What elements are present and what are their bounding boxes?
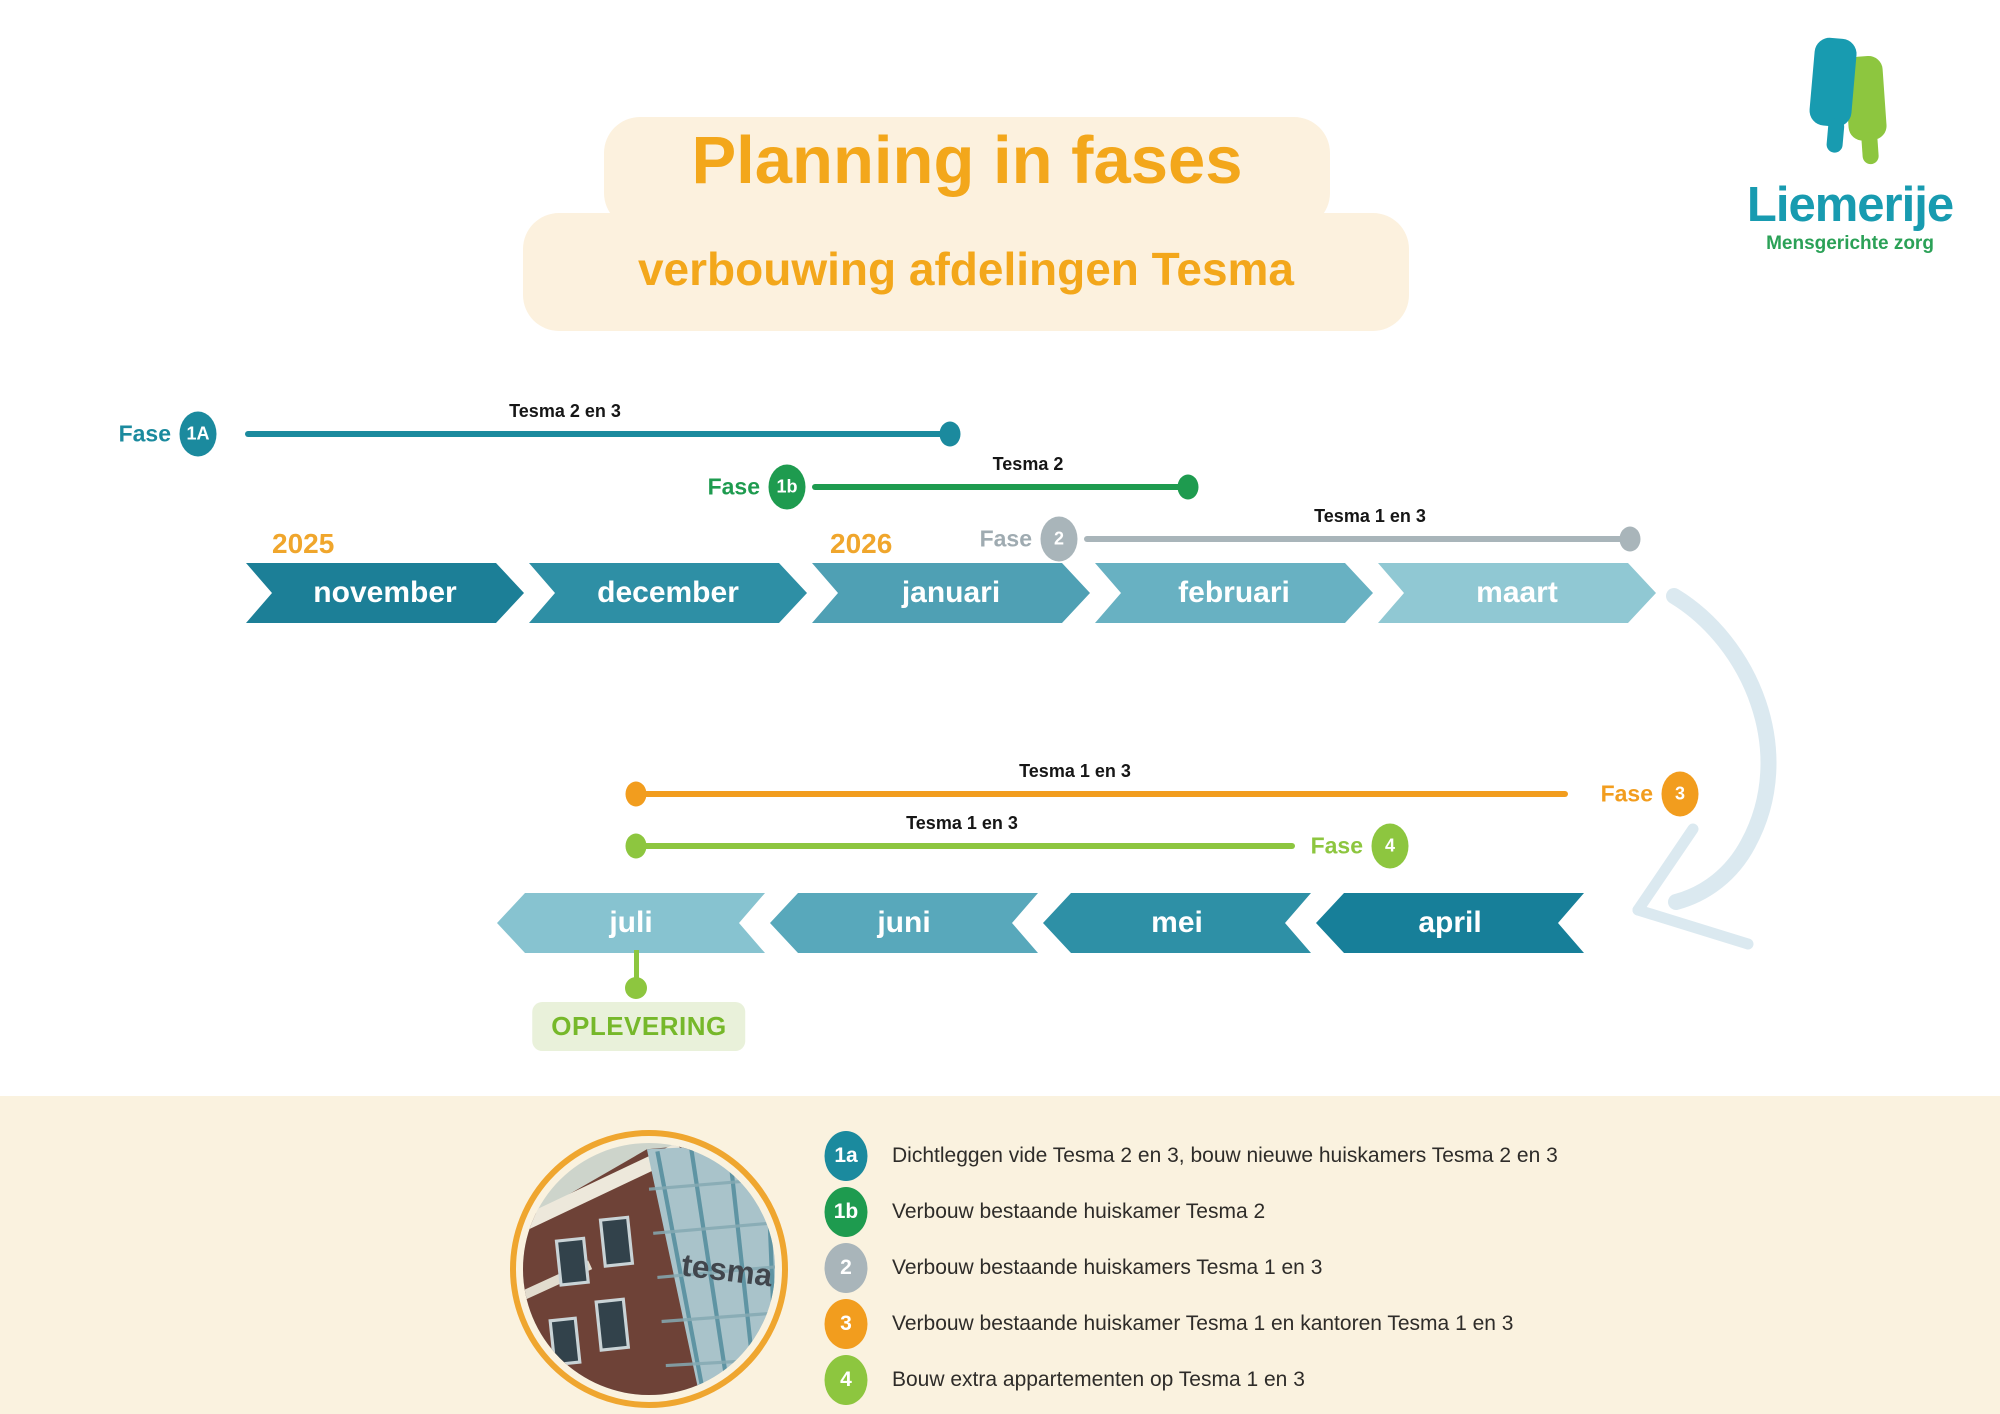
curved-arrow-icon (1632, 588, 1777, 950)
fase-bar-1A (245, 431, 950, 437)
logo-tagline: Mensgerichte zorg (1766, 233, 1934, 254)
fase-bar-3 (636, 791, 1568, 797)
building-illustration: tesma (523, 1143, 775, 1395)
month-segment-januari: januari (812, 563, 1090, 623)
month-segment-maart: maart (1378, 563, 1656, 623)
title-background-top (604, 117, 1330, 229)
legend-text-1a: Dichtleggen vide Tesma 2 en 3, bouw nieu… (892, 1144, 1558, 1167)
fase-badge-1b: 1b (768, 464, 806, 510)
page-subtitle: verbouwing afdelingen Tesma (637, 243, 1295, 295)
month-segment-februari: februari (1095, 563, 1373, 623)
fase-bar-dot-2 (1619, 526, 1641, 552)
month-label-januari: januari (901, 576, 1001, 609)
fase-word-3: Fase (1600, 780, 1653, 807)
tesma-building-photo-inner: tesma (523, 1143, 775, 1395)
fase-bar-dot-4 (625, 833, 647, 859)
fase-bar-dot-1A (939, 421, 961, 447)
fase-badge-4: 4 (1371, 823, 1409, 869)
month-segment-juli: juli (497, 893, 765, 953)
month-label-juni: juni (877, 906, 931, 939)
tesma-building-photo: tesma (510, 1130, 788, 1408)
oplevering-connector (634, 950, 639, 980)
fase-word-1b: Fase (707, 473, 760, 500)
month-segment-april: april (1316, 893, 1584, 953)
legend-badge-1b: 1b (824, 1187, 868, 1237)
month-label-juli: juli (609, 906, 653, 939)
fase-badge-1A: 1A (179, 411, 217, 457)
liemerije-logo: Liemerije Mensgerichte zorg (1712, 34, 1988, 255)
fase-task-label-2: Tesma 1 en 3 (1314, 506, 1426, 526)
month-label-november: november (313, 576, 457, 609)
oplevering-dot (625, 977, 647, 999)
fase-badge-2: 2 (1040, 516, 1078, 562)
fase-bar-1b (812, 484, 1188, 490)
month-segment-mei: mei (1043, 893, 1311, 953)
legend-text-2: Verbouw bestaande huiskamers Tesma 1 en … (892, 1256, 1323, 1279)
fase-word-2: Fase (979, 525, 1032, 552)
legend-badge-4: 4 (824, 1355, 868, 1405)
year-label-2025: 2025 (272, 528, 335, 559)
fase-word-4: Fase (1310, 832, 1363, 859)
fase-word-1A: Fase (118, 420, 171, 447)
fase-bar-2 (1084, 536, 1630, 542)
title-background-bottom (523, 213, 1409, 331)
month-label-mei: mei (1151, 906, 1203, 939)
logo-mark-icon (1809, 37, 1887, 165)
fase-task-label-1b: Tesma 2 (992, 454, 1064, 474)
fase-badge-3: 3 (1661, 771, 1699, 817)
logo-name: Liemerije (1746, 178, 1954, 232)
month-segment-november: november (246, 563, 524, 623)
legend-text-4: Bouw extra appartementen op Tesma 1 en 3 (892, 1368, 1305, 1391)
oplevering-badge: OPLEVERING (532, 1002, 746, 1051)
legend-text-1b: Verbouw bestaande huiskamer Tesma 2 (892, 1200, 1266, 1223)
legend-band (0, 1096, 2000, 1414)
month-segment-juni: juni (770, 893, 1038, 953)
fase-bar-dot-3 (625, 781, 647, 807)
legend-badge-2: 2 (824, 1243, 868, 1293)
fase-bar-4 (636, 843, 1295, 849)
legend-badge-1a: 1a (824, 1131, 868, 1181)
month-label-maart: maart (1476, 576, 1558, 609)
fase-bar-dot-1b (1177, 474, 1199, 500)
month-label-december: december (597, 576, 739, 609)
legend-badge-3: 3 (824, 1299, 868, 1349)
legend-text-3: Verbouw bestaande huiskamer Tesma 1 en k… (892, 1312, 1514, 1335)
month-label-februari: februari (1178, 576, 1290, 609)
month-segment-december: december (529, 563, 807, 623)
fase-task-label-4: Tesma 1 en 3 (906, 813, 1018, 833)
page-title: Planning in fases (691, 123, 1243, 198)
fase-task-label-3: Tesma 1 en 3 (1019, 761, 1131, 781)
month-label-april: april (1418, 906, 1482, 939)
year-label-2026: 2026 (830, 528, 893, 559)
fase-task-label-1A: Tesma 2 en 3 (509, 401, 621, 421)
